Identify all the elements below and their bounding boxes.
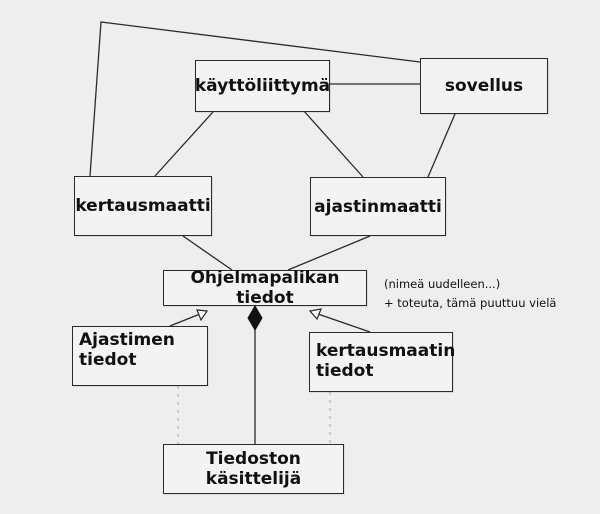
connector-kayttoliittyma-kertausmaatti <box>154 111 214 177</box>
sovellus-label: sovellus <box>444 76 524 96</box>
ohjelmapalikan-tiedot-box: Ohjelmapalikan tiedot <box>163 268 367 308</box>
composition-diamond <box>247 305 263 331</box>
todo-note: + toteuta, tämä puuttuu vielä <box>384 296 557 310</box>
generalization-arrow-left <box>196 309 209 322</box>
kayttoliittyma-label: käyttöliittymä <box>194 76 331 96</box>
kertausmaatin-tiedot-label: kertausmaatin tiedot <box>316 341 456 381</box>
tiedoston-kasittelija-box: Tiedoston käsittelijä <box>163 444 344 494</box>
connector-sovellus-ajastinmaatti <box>427 113 456 178</box>
kertausmaatin-tiedot-box: kertausmaatin tiedot <box>309 332 456 392</box>
connector-kertausmaatti-sovellus <box>89 21 421 177</box>
connector-ajastinmaatti-ohjelmapalikka <box>287 235 371 271</box>
connector-kayttoliittyma-ajastinmaatti <box>302 109 364 178</box>
generalization-kertausmaatin-tiedot <box>317 313 371 333</box>
kayttoliittyma-box: käyttöliittymä <box>195 60 330 112</box>
ajastinmaatti-label: ajastinmaatti <box>314 196 442 217</box>
connector-kertausmaatti-ohjelmapalikka <box>182 235 233 271</box>
generalization-arrow-right <box>308 308 322 321</box>
ajastimen-tiedot-label: Ajastimen tiedot <box>79 330 175 370</box>
ajastimen-tiedot-box: Ajastimen tiedot <box>72 326 208 386</box>
rename-note: (nimeä uudelleen...) <box>384 277 501 291</box>
generalization-ajastimen-tiedot <box>169 313 201 327</box>
ajastinmaatti-box: ajastinmaatti <box>310 177 446 236</box>
kertausmaatti-label: kertausmaatti <box>75 196 211 216</box>
ohjelmapalikan-tiedot-label: Ohjelmapalikan tiedot <box>190 268 340 308</box>
kertausmaatti-box: kertausmaatti <box>74 176 212 236</box>
tiedoston-kasittelija-label: Tiedoston käsittelijä <box>205 449 302 489</box>
sovellus-box: sovellus <box>420 58 548 114</box>
